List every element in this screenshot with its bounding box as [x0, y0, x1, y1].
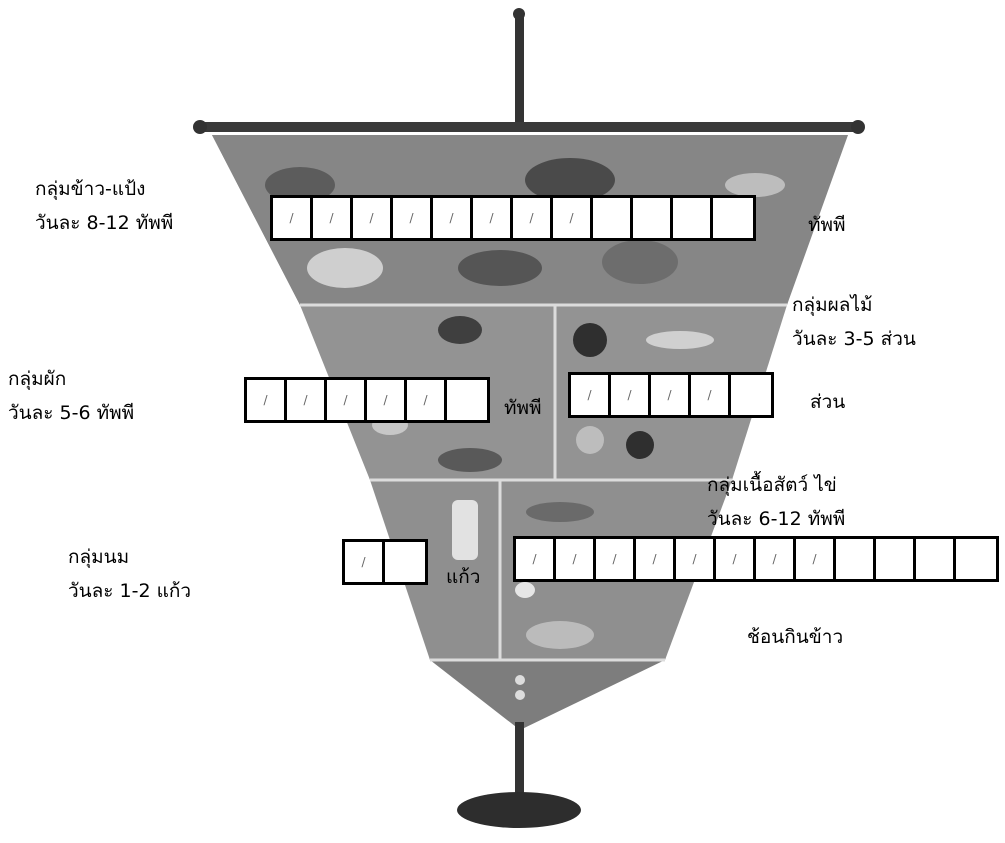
- fruit-group-daily: วันละ 3-5 ส่วน: [792, 322, 916, 356]
- food-plate-2: [602, 240, 678, 284]
- rice-group-name: กลุ่มข้าว-แป้ง: [35, 172, 173, 206]
- stand-base: [457, 792, 581, 828]
- food-fruit-2: [576, 426, 604, 454]
- tally-box[interactable]: [713, 198, 753, 238]
- food-egg: [515, 582, 535, 598]
- cross-bar-right-end: [851, 120, 865, 134]
- tally-box[interactable]: /: [313, 198, 353, 238]
- tally-box[interactable]: /: [571, 375, 611, 415]
- fruit-box-row: ////: [568, 372, 774, 418]
- tally-box[interactable]: /: [433, 198, 473, 238]
- tally-box[interactable]: /: [611, 375, 651, 415]
- tally-box[interactable]: /: [636, 539, 676, 579]
- food-fish: [526, 502, 594, 522]
- tally-box[interactable]: /: [367, 380, 407, 420]
- tally-box[interactable]: /: [676, 539, 716, 579]
- meat-group-label: กลุ่มเนื้อสัตว์ ไข่ วันละ 6-12 ทัพพี: [707, 468, 845, 536]
- food-tip-1: [515, 675, 525, 685]
- fruit-group-label: กลุ่มผลไม้ วันละ 3-5 ส่วน: [792, 288, 916, 356]
- rice-group-daily: วันละ 8-12 ทัพพี: [35, 206, 173, 240]
- milk-group-daily: วันละ 1-2 แก้ว: [68, 574, 191, 608]
- tally-box[interactable]: /: [513, 198, 553, 238]
- milk-group-name: กลุ่มนม: [68, 540, 191, 574]
- tally-box[interactable]: /: [516, 539, 556, 579]
- food-milk-bottle: [452, 500, 478, 560]
- tally-box[interactable]: /: [407, 380, 447, 420]
- meat-group-name: กลุ่มเนื้อสัตว์ ไข่: [707, 468, 845, 502]
- food-veg-2: [438, 448, 502, 472]
- tally-box[interactable]: [593, 198, 633, 238]
- cross-bar: [200, 122, 860, 132]
- veg-box-row: /////: [244, 377, 490, 423]
- veg-group-name: กลุ่มผัก: [8, 362, 134, 396]
- meat-unit-label: ช้อนกินข้าว: [747, 622, 843, 652]
- food-apple: [573, 323, 607, 357]
- food-plate-1: [307, 248, 383, 288]
- milk-box-row: /: [342, 539, 428, 585]
- tally-box[interactable]: /: [796, 539, 836, 579]
- tally-box[interactable]: /: [716, 539, 756, 579]
- meat-box-row: ////////: [513, 536, 999, 582]
- food-banana: [646, 331, 714, 349]
- food-loaf: [458, 250, 542, 286]
- food-veg-1: [438, 316, 482, 344]
- tally-box[interactable]: /: [596, 539, 636, 579]
- milk-group-label: กลุ่มนม วันละ 1-2 แก้ว: [68, 540, 191, 608]
- tally-box[interactable]: [876, 539, 916, 579]
- tally-box[interactable]: /: [473, 198, 513, 238]
- tally-box[interactable]: /: [327, 380, 367, 420]
- rice-group-label: กลุ่มข้าว-แป้ง วันละ 8-12 ทัพพี: [35, 172, 173, 240]
- food-baguette: [725, 173, 785, 197]
- tally-box[interactable]: [673, 198, 713, 238]
- top-pole: [515, 12, 524, 127]
- tally-box[interactable]: [731, 375, 771, 415]
- cross-bar-left-end: [193, 120, 207, 134]
- veg-group-daily: วันละ 5-6 ทัพพี: [8, 396, 134, 430]
- veg-group-label: กลุ่มผัก วันละ 5-6 ทัพพี: [8, 362, 134, 430]
- tally-box[interactable]: /: [345, 542, 385, 582]
- rice-unit-label: ทัพพี: [808, 210, 846, 240]
- rice-box-row: ////////: [270, 195, 756, 241]
- tally-box[interactable]: [916, 539, 956, 579]
- tally-box[interactable]: /: [287, 380, 327, 420]
- food-tip-2: [515, 690, 525, 700]
- tally-box[interactable]: /: [651, 375, 691, 415]
- tally-box[interactable]: [633, 198, 673, 238]
- tally-box[interactable]: /: [393, 198, 433, 238]
- tally-box[interactable]: /: [691, 375, 731, 415]
- meat-group-daily: วันละ 6-12 ทัพพี: [707, 502, 845, 536]
- top-pole-cap: [513, 8, 525, 20]
- bottom-pole: [515, 722, 524, 802]
- tip-section: [430, 660, 665, 730]
- tally-box[interactable]: /: [553, 198, 593, 238]
- tally-box[interactable]: /: [273, 198, 313, 238]
- tally-box[interactable]: [836, 539, 876, 579]
- veg-unit-label: ทัพพี: [504, 393, 542, 423]
- tally-box[interactable]: [385, 542, 425, 582]
- tally-box[interactable]: [956, 539, 996, 579]
- tally-box[interactable]: /: [247, 380, 287, 420]
- tally-box[interactable]: [447, 380, 487, 420]
- fruit-group-name: กลุ่มผลไม้: [792, 288, 916, 322]
- fruit-unit-label: ส่วน: [810, 387, 845, 417]
- tally-box[interactable]: /: [556, 539, 596, 579]
- food-meat: [526, 621, 594, 649]
- tally-box[interactable]: /: [353, 198, 393, 238]
- milk-unit-label: แก้ว: [446, 562, 480, 592]
- tally-box[interactable]: /: [756, 539, 796, 579]
- food-fruit-3: [626, 431, 654, 459]
